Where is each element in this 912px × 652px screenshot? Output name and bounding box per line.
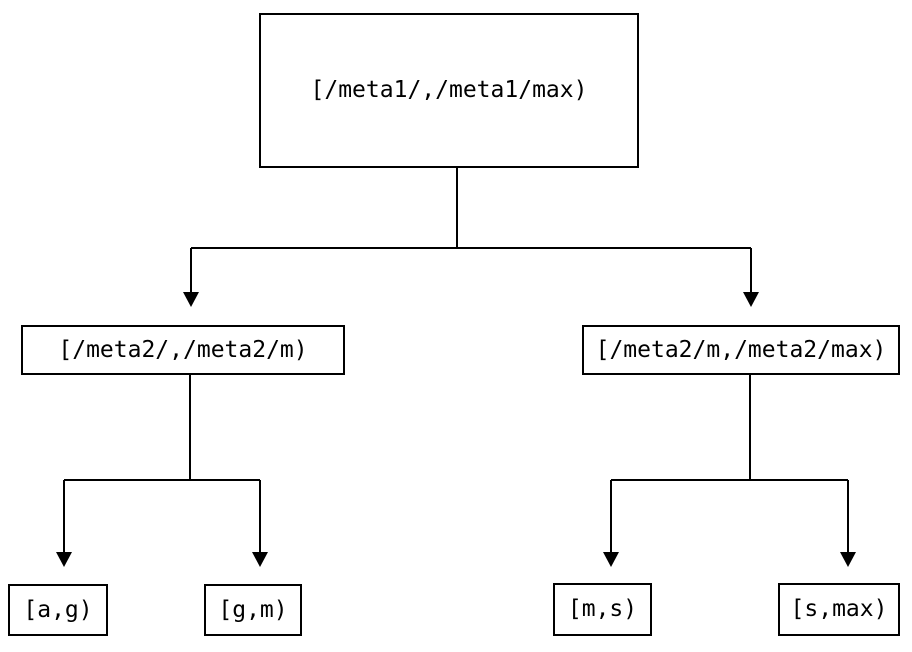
node-right-label: [/meta2/m,/meta2/max) <box>595 336 887 363</box>
arrowhead-leaf-gm <box>252 552 268 567</box>
node-root-interval: [/meta1/,/meta1/max) <box>259 13 639 168</box>
node-leaf-ag-label: [a,g) <box>23 596 93 623</box>
node-leaf-ms-label: [m,s) <box>567 596 638 622</box>
node-right-interval: [/meta2/m,/meta2/max) <box>582 325 900 375</box>
node-left-interval: [/meta2/,/meta2/m) <box>21 325 345 375</box>
node-root-label: [/meta1/,/meta1/max) <box>310 77 588 103</box>
node-leaf-ms: [m,s) <box>553 583 652 636</box>
arrowhead-leaf-ag <box>56 552 72 567</box>
node-leaf-smax-label: [s,max) <box>790 596 888 622</box>
node-leaf-smax: [s,max) <box>778 583 900 636</box>
node-leaf-gm-label: [g,m) <box>218 596 288 623</box>
edge-left-mid-to-leaves <box>56 375 268 567</box>
arrowhead-left-mid <box>183 292 199 307</box>
node-left-label: [/meta2/,/meta2/m) <box>58 336 308 363</box>
arrowhead-leaf-smax <box>840 552 856 567</box>
arrowhead-leaf-ms <box>603 552 619 567</box>
edge-right-mid-to-leaves <box>603 375 856 567</box>
node-leaf-ag: [a,g) <box>8 584 108 636</box>
edge-root-to-children <box>183 168 759 307</box>
node-leaf-gm: [g,m) <box>204 584 302 636</box>
arrowhead-right-mid <box>743 292 759 307</box>
